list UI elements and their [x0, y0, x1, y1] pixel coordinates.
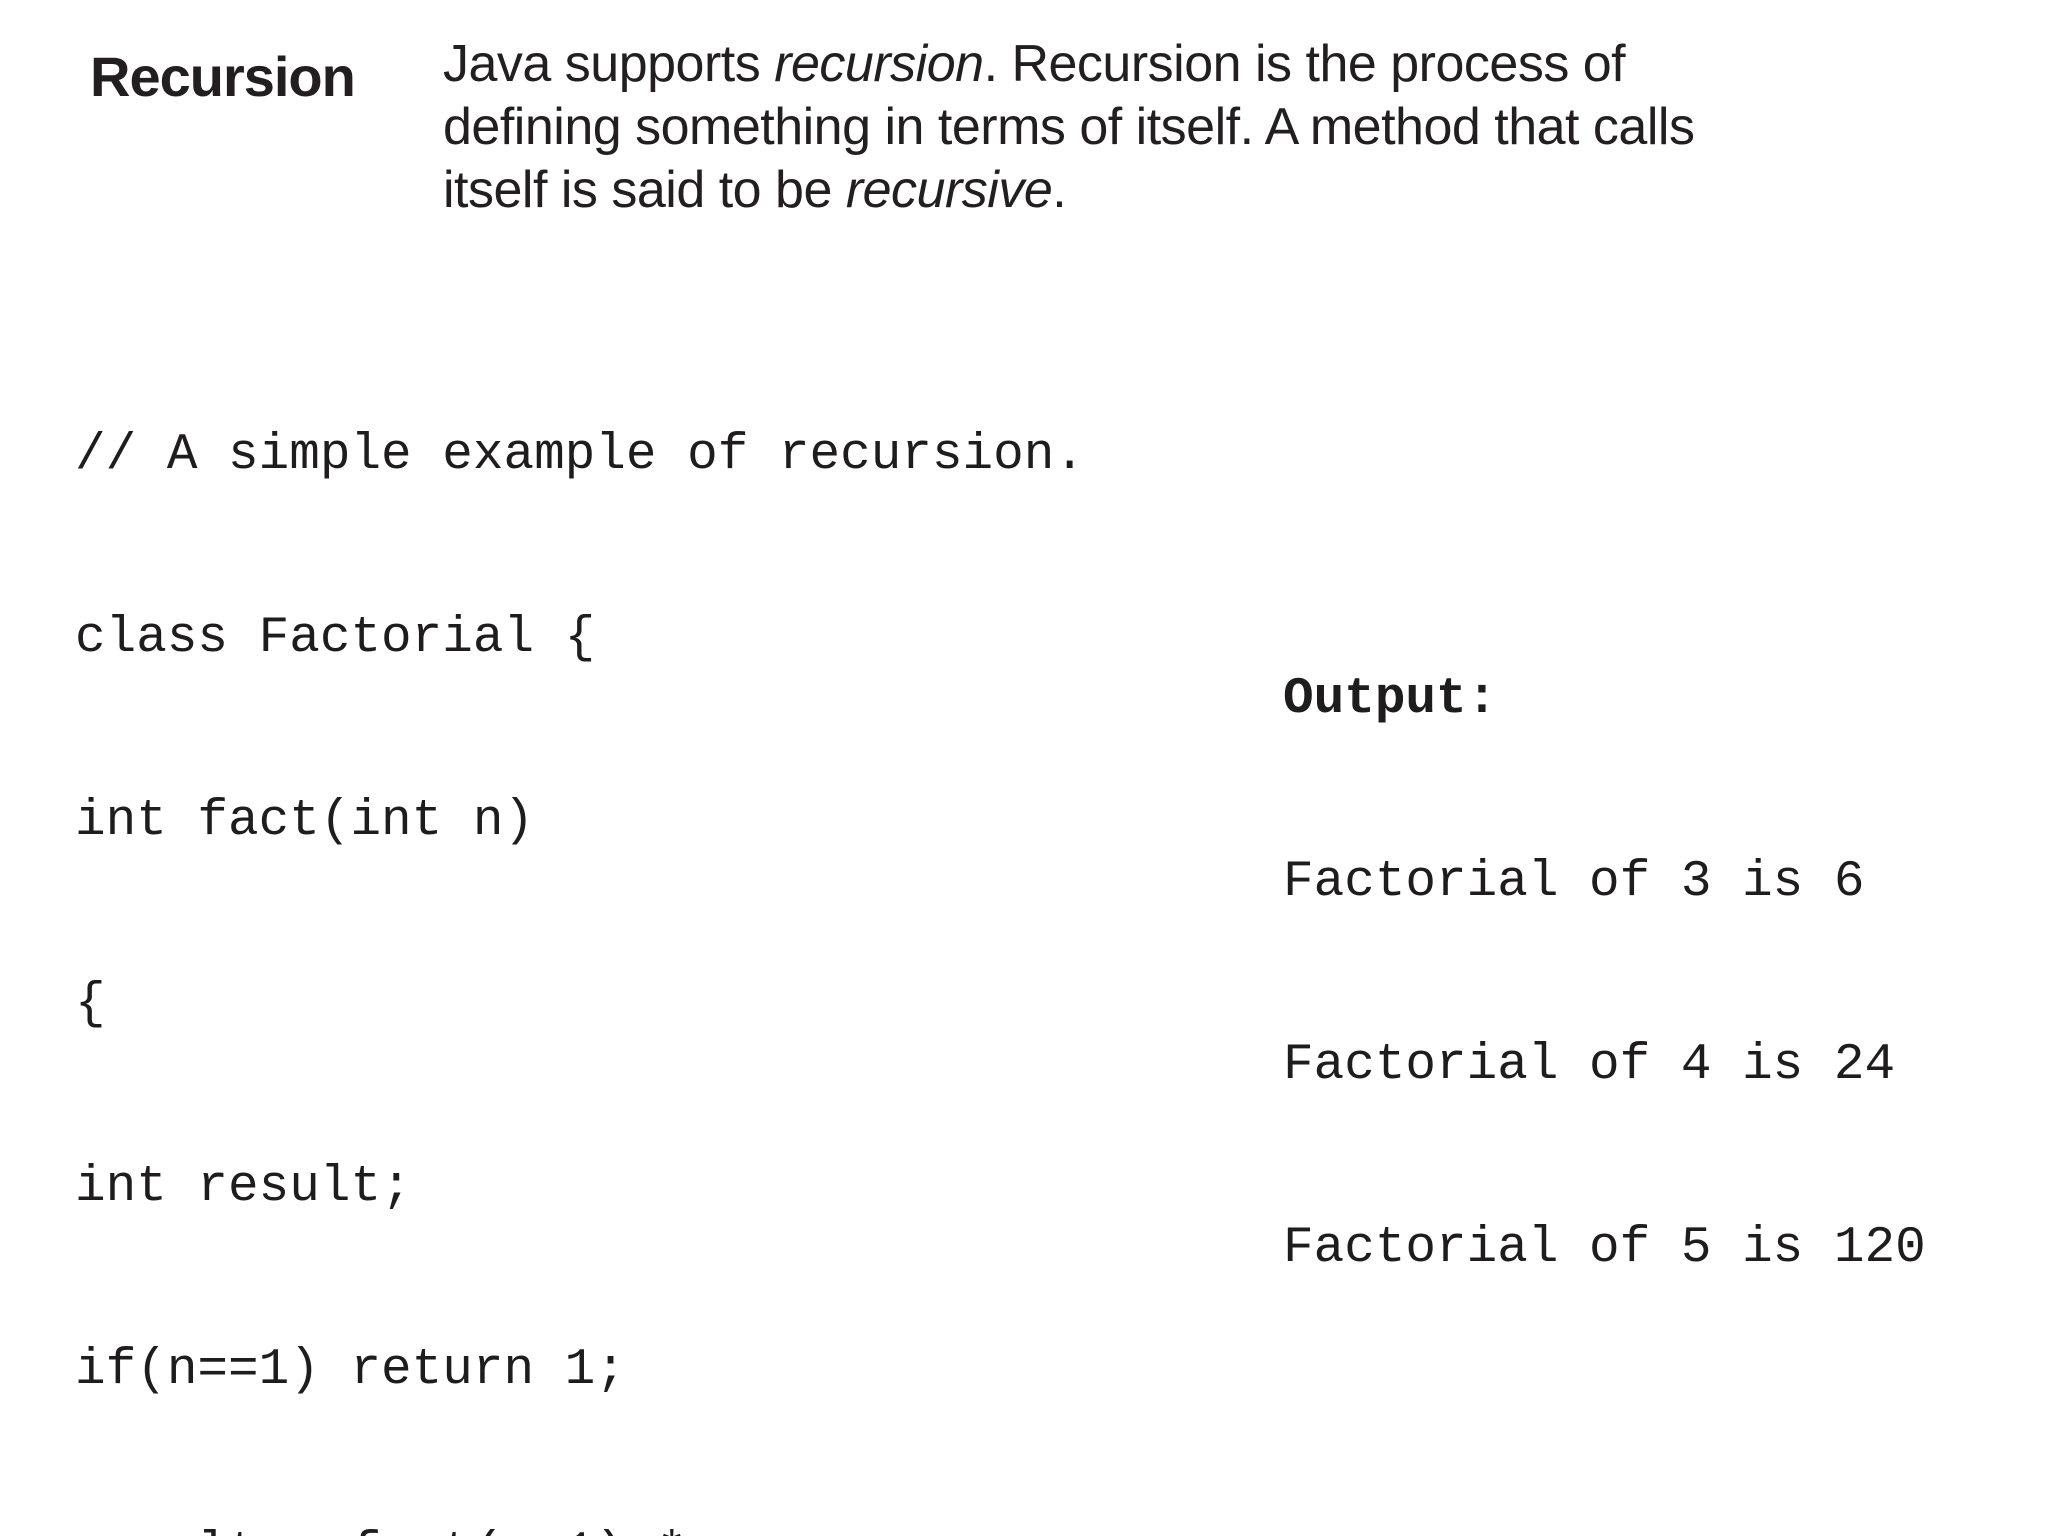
code-line: int fact(int n) — [75, 793, 535, 850]
output-line: Factorial of 3 is 6 — [1283, 854, 1865, 911]
intro-text-segment: Java supports — [443, 35, 775, 93]
output-line: Factorial of 4 is 24 — [1283, 1037, 1896, 1094]
intro-text-segment: itself is said to be — [443, 161, 846, 219]
code-line: { — [75, 976, 106, 1033]
intro-paragraph: Java supports recursion. Recursion is th… — [443, 33, 1695, 222]
intro-italic-word: recursion — [774, 35, 984, 93]
section-heading: Recursion — [90, 45, 356, 108]
code-line: int result; — [75, 1159, 412, 1216]
intro-line-3: itself is said to be recursive. — [443, 159, 1694, 222]
output-line: Factorial of 5 is 120 — [1283, 1220, 1926, 1277]
intro-text-segment: . Recursion is the process of — [983, 35, 1626, 93]
intro-italic-word: recursive — [845, 161, 1053, 219]
output-label: Output: — [1283, 671, 1498, 728]
code-line: if(n==1) return 1; — [75, 1342, 626, 1399]
intro-line-1: Java supports recursion. Recursion is th… — [443, 33, 1694, 96]
program-output-block: Output: Factorial of 3 is 6 Factorial of… — [1283, 547, 1926, 1401]
code-line: result = fact(n-1) * n; — [75, 1523, 1697, 1536]
code-listing: // A simple example of recursion. class … — [75, 303, 1697, 1536]
intro-text-segment: defining something in terms of itself. A… — [443, 98, 1695, 156]
intro-text-segment: . — [1052, 161, 1067, 219]
code-line: class Factorial { — [75, 610, 596, 667]
code-line: // A simple example of recursion. — [75, 427, 1085, 484]
intro-line-2: defining something in terms of itself. A… — [443, 96, 1695, 159]
